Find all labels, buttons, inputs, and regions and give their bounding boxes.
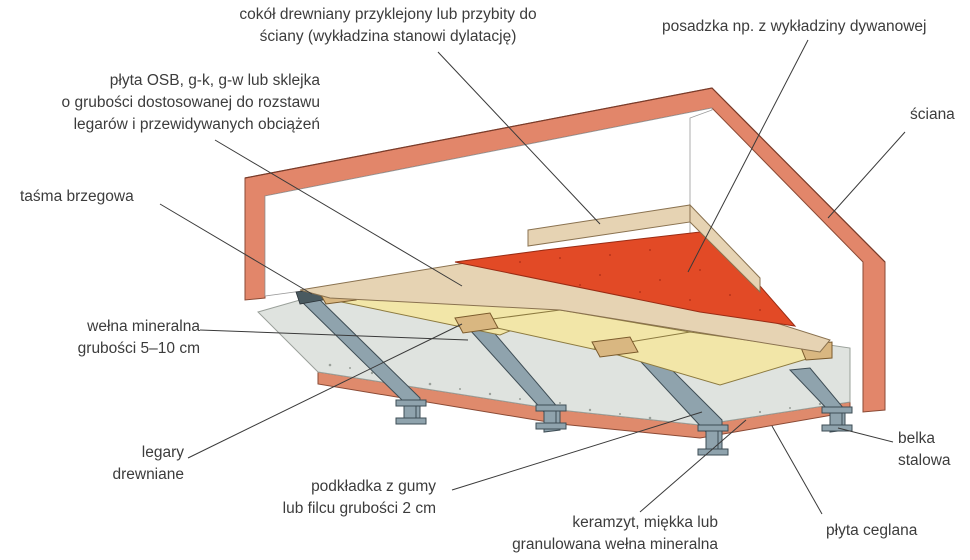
label-belka: belka stalowa <box>898 428 951 472</box>
label-podkladka: podkładka z gumy lub filcu grubości 2 cm <box>230 476 436 520</box>
label-sciana-line-1: ściana <box>910 106 955 123</box>
leader-podkladka <box>451 411 703 491</box>
leader-sciana <box>827 131 906 219</box>
label-cokol-line-2: ściany (wykładzina stanowi dylatację) <box>259 28 517 45</box>
label-welna-line-2: grubości 5–10 cm <box>77 340 200 357</box>
leader-plyta-ceglana <box>771 425 823 515</box>
label-posadzka: posadzka np. z wykładziny dywanowej <box>662 16 927 38</box>
label-legary: legary drewniane <box>80 442 184 486</box>
label-plyta-osb: płyta OSB, g-k, g-w lub sklejka o gruboś… <box>0 70 320 136</box>
wall-top-edge <box>244 87 886 263</box>
label-podkladka-line-1: podkładka z gumy <box>311 478 436 495</box>
leader-cokol <box>437 51 601 225</box>
label-plyta-osb-line-1: płyta OSB, g-k, g-w lub sklejka <box>109 72 320 89</box>
label-plyta-osb-line-2: o grubości dostosowanej do rozstawu <box>61 94 320 111</box>
label-welna-line-1: wełna mineralna <box>87 318 200 335</box>
label-cokol-line-1: cokół drewniany przyklejony lub przybity… <box>239 6 537 23</box>
label-plyta-ceglana: płyta ceglana <box>826 520 917 542</box>
leader-legary <box>187 323 463 459</box>
leader-posadzka <box>687 39 809 273</box>
steel-beams <box>298 297 853 456</box>
label-welna: wełna mineralna grubości 5–10 cm <box>20 316 200 360</box>
label-plyta-ceglana-line-1: płyta ceglana <box>826 522 918 539</box>
carpet-texture <box>519 249 761 311</box>
label-legary-line-2: drewniane <box>112 466 184 483</box>
leader-lines <box>159 39 906 515</box>
leader-belka <box>837 427 894 443</box>
leader-welna <box>199 329 469 341</box>
leader-plyta-osb <box>214 139 463 287</box>
label-keramzyt-line-1: keramzyt, miękka lub <box>572 514 718 531</box>
label-cokol: cokół drewniany przyklejony lub przybity… <box>218 4 558 48</box>
label-plyta-osb-line-3: legarów i przewidywanych obciążeń <box>73 116 320 133</box>
label-posadzka-line-1: posadzka np. z wykładziny dywanowej <box>662 18 927 35</box>
label-tasma-line-1: taśma brzegowa <box>20 188 134 205</box>
label-legary-line-1: legary <box>141 444 184 461</box>
baseboard-side <box>689 203 761 294</box>
label-keramzyt-line-2: granulowana wełna mineralna <box>512 536 718 553</box>
label-belka-line-2: stalowa <box>898 452 951 469</box>
leader-keramzyt <box>639 419 747 513</box>
label-sciana: ściana <box>910 104 955 126</box>
label-keramzyt: keramzyt, miękka lub granulowana wełna m… <box>460 512 718 556</box>
label-belka-line-1: belka <box>898 430 936 447</box>
label-podkladka-line-2: lub filcu grubości 2 cm <box>282 500 436 517</box>
leader-tasma <box>159 203 313 295</box>
label-tasma: taśma brzegowa <box>20 186 134 208</box>
